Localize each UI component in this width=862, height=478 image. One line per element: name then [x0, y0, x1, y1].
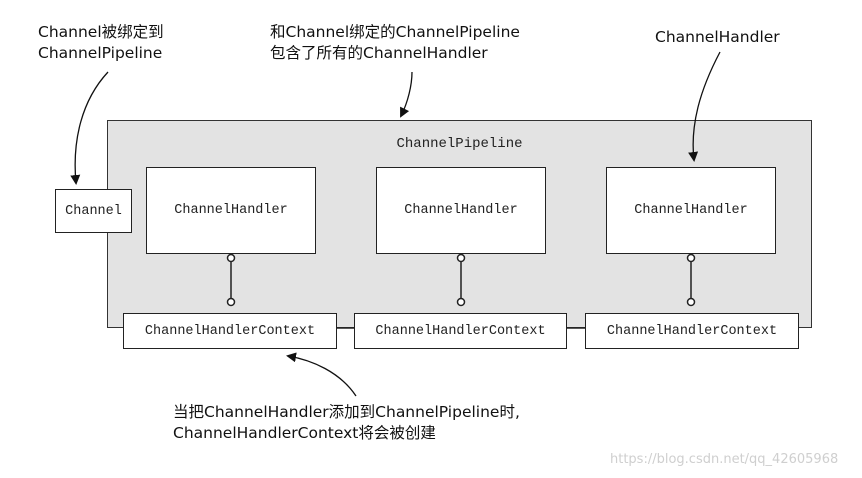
channel-bound-line-2: ChannelPipeline: [38, 44, 163, 62]
channel-handler-label: ChannelHandler: [634, 203, 748, 218]
handler-context-connector: [686, 253, 696, 307]
arrow-to-channel: [70, 71, 109, 185]
channel-handler-context-label: ChannelHandlerContext: [144, 323, 316, 339]
channel-handler-box: ChannelHandler: [606, 167, 776, 254]
channel-handler-context-box: ChannelHandlerContext: [123, 313, 337, 349]
channel-handler-context-label: ChannelHandlerContext: [606, 323, 778, 339]
channel-handler-label: ChannelHandler: [404, 203, 518, 218]
channel-handler-context-box: ChannelHandlerContext: [585, 313, 799, 349]
channel-handler-context-box: ChannelHandlerContext: [354, 313, 567, 349]
arrow-to-context: [286, 352, 357, 397]
channel-bound-annotation: Channel被绑定到 ChannelPipeline: [38, 22, 164, 64]
context-created-line-1: 当把ChannelHandler添加到ChannelPipeline时,: [173, 403, 520, 421]
context-created-line-2: ChannelHandlerContext将会被创建: [173, 424, 436, 442]
channel-handler-box: ChannelHandler: [146, 167, 316, 254]
pipeline-title: ChannelPipeline: [396, 136, 523, 152]
channel-handler-box: ChannelHandler: [376, 167, 546, 254]
channel-handler-label: ChannelHandler: [174, 203, 288, 218]
channel-box: Channel: [55, 189, 132, 233]
context-created-annotation: 当把ChannelHandler添加到ChannelPipeline时, Cha…: [173, 402, 520, 444]
channel-handler-context-label: ChannelHandlerContext: [375, 323, 546, 339]
channel-label: Channel: [65, 203, 122, 219]
arrow-to-handler: [688, 51, 721, 162]
watermark: https://blog.csdn.net/qq_42605968: [610, 452, 839, 467]
pipeline-contains-line-1: 和Channel绑定的ChannelPipeline: [270, 23, 520, 41]
arrow-to-pipeline: [400, 71, 413, 118]
channel-bound-line-1: Channel被绑定到: [38, 23, 164, 41]
pipeline-contains-line-2: 包含了所有的ChannelHandler: [270, 44, 488, 62]
handler-annotation-text: ChannelHandler: [655, 28, 780, 46]
handler-context-connector: [226, 253, 236, 307]
handler-annotation: ChannelHandler: [655, 27, 780, 48]
handler-context-connector: [456, 253, 466, 307]
pipeline-contains-annotation: 和Channel绑定的ChannelPipeline 包含了所有的Channel…: [270, 22, 520, 64]
